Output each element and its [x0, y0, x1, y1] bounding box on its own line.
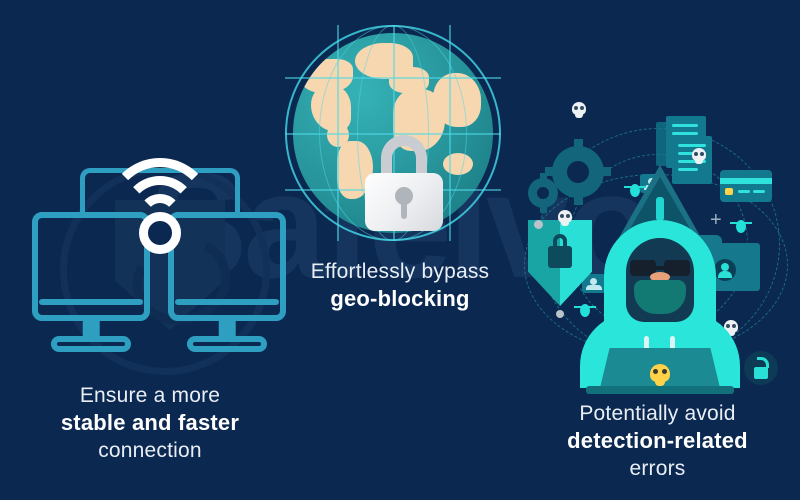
caption-detection-errors: Potentially avoid detection-related erro…: [515, 400, 800, 482]
sunglass-bridge: [654, 266, 666, 270]
caption-line-2: detection-related: [567, 428, 748, 453]
photo-avatar: [590, 278, 597, 285]
wifi-center-dot-icon: [139, 212, 181, 254]
caption-line-3: connection: [98, 439, 202, 462]
bug-icon: [574, 302, 596, 318]
gear-tooth: [601, 167, 611, 176]
sunglasses-icon: [630, 260, 690, 276]
hacker-nose: [650, 272, 670, 282]
padlock-shackle: [381, 135, 427, 187]
caption-line-1: Potentially avoid: [579, 402, 736, 425]
warning-exclamation: [656, 197, 664, 221]
photo-body: [586, 285, 602, 290]
folder-user-avatar: [714, 259, 736, 281]
monitor-base: [186, 336, 268, 352]
panel-geo-blocking-illustration: [285, 25, 515, 255]
plus-icon: +: [710, 209, 722, 231]
shield-lock-shackle: [553, 234, 567, 248]
padlock-icon: [365, 135, 443, 231]
node-dot-icon: [534, 220, 543, 229]
face-mask-icon: [634, 280, 686, 314]
connection-wire-left-icon: [80, 168, 160, 218]
hoodie-string-left: [644, 336, 649, 358]
gear-tooth: [540, 173, 547, 180]
wifi-signal-icon: [138, 194, 182, 238]
padlock-keyhole: [395, 187, 413, 205]
laptop-skull-icon: [650, 364, 670, 386]
monitor-icon: [32, 212, 150, 352]
skull-icon: [558, 210, 572, 226]
unlock-badge-icon: [744, 351, 778, 385]
globe-gridline: [357, 25, 429, 241]
hoodie-string-right: [670, 336, 675, 358]
bug-icon: [730, 218, 752, 234]
monitor-neck: [82, 321, 100, 337]
gear-hole: [537, 187, 549, 199]
credit-card-icon: [720, 170, 772, 202]
laptop-base: [586, 386, 734, 394]
caption-line-2: stable and faster: [60, 410, 240, 435]
panel-stable-connection-illustration: [20, 150, 290, 380]
monitor-neck: [218, 321, 236, 337]
wifi-signal-icon: [106, 158, 214, 266]
document-line: [678, 160, 706, 163]
skull-icon: [572, 102, 586, 118]
laptop-icon: [586, 348, 734, 394]
unlock-shackle: [757, 357, 769, 368]
gear-tooth: [545, 167, 555, 176]
caption-line-2: geo-blocking: [330, 286, 470, 311]
monitor-screen: [32, 212, 150, 322]
card-stripe: [720, 178, 772, 184]
photo-id-icon: [582, 274, 606, 293]
caption-geo-blocking: Effortlessly bypass geo-blocking: [255, 258, 545, 313]
skull-icon: [692, 148, 706, 164]
node-dot-icon: [556, 310, 564, 318]
gear-tooth: [574, 139, 583, 149]
caption-line-3: errors: [629, 457, 686, 480]
monitor-screen: [168, 212, 286, 322]
gear-hole: [567, 161, 589, 183]
panel-detection-errors-illustration: + +: [520, 102, 800, 394]
hacker-hoodie-icon: [580, 220, 740, 394]
skull-icon: [724, 320, 738, 336]
document-line: [672, 124, 698, 127]
gear-icon: [545, 139, 611, 205]
caption-line-1: Ensure a more: [79, 384, 221, 407]
card-line: [738, 190, 750, 193]
caption-line-1: Effortlessly bypass: [310, 260, 490, 283]
card-line: [753, 190, 765, 193]
gear-tooth: [540, 206, 547, 213]
monitor-icon: [168, 212, 286, 352]
unlock-body: [754, 367, 768, 379]
padlock-keyhole-slot: [401, 201, 407, 219]
sunglass-lens-right: [664, 260, 690, 276]
sunglass-lens-left: [630, 260, 656, 276]
shield-lock-icon: [528, 220, 592, 306]
connection-wire-right-icon: [160, 168, 240, 218]
caption-stable-connection: Ensure a more stable and faster connecti…: [10, 382, 290, 464]
gear-icon: [528, 173, 558, 213]
gear-tooth: [574, 195, 583, 205]
bug-icon: [624, 182, 646, 198]
document-line: [678, 144, 706, 147]
wifi-signal-icon: [122, 176, 198, 252]
monitor-base: [50, 336, 132, 352]
card-chip: [725, 188, 733, 195]
shield-lock-body: [548, 246, 572, 268]
document-line: [672, 132, 698, 135]
